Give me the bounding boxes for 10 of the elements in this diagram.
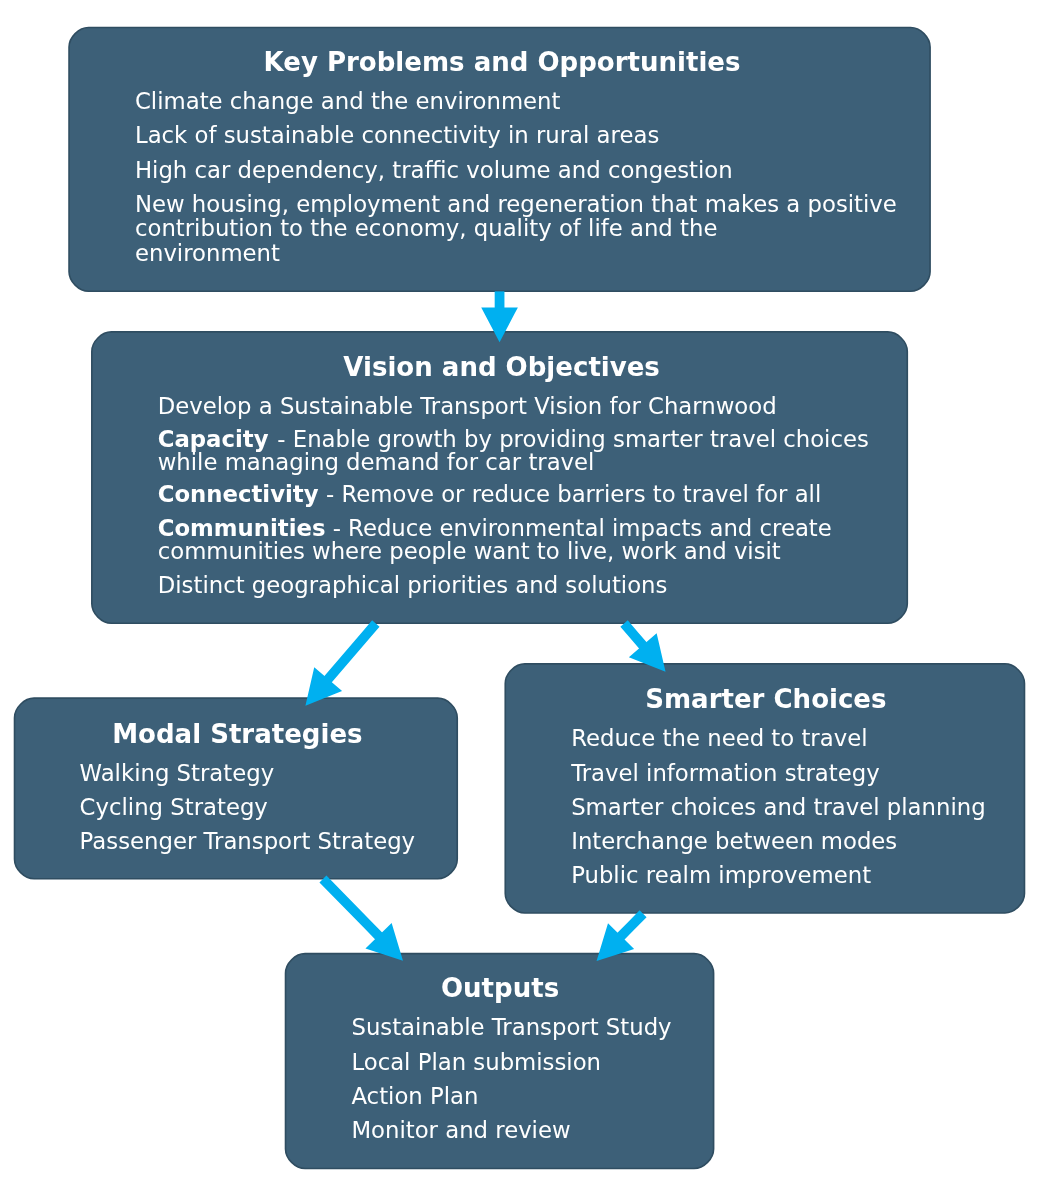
- arrow: [305, 619, 380, 706]
- node-box: Outputs Sustainable Transport Study Local Plan submission Action Plan Monitor and review: [284, 952, 715, 1169]
- node-box: Vision and Objectives Develop a Sustainable Transport Vision for Charnwood Capacity - Enable growth by providing smarter travel choices while managing demand for car travel Connectivity - Remove or reduce barriers to travel for all Communities - Reduce environmental impacts and create communities where people want to live, work and visit Distinct geographical priorities and solutions: [91, 330, 909, 624]
- arrow: [596, 909, 647, 961]
- arrow: [481, 290, 518, 342]
- arrow: [620, 619, 666, 672]
- arrow: [319, 875, 403, 961]
- node-box: Key Problems and Opportunities Climate change and the environment Lack of sustainable connectivity in rural areas High car dependency, traffic volume and congestion New housing, employment and regeneration that makes a positive contribution to the economy, quality of life and the environment: [68, 26, 931, 292]
- node-box: Modal Strategies Walking Strategy Cycling Strategy Passenger Transport Strategy: [13, 696, 459, 880]
- node-box: Smarter Choices Reduce the need to travel Travel information strategy Smarter choices and travel planning Interchange between modes Public realm improvement: [504, 662, 1026, 914]
